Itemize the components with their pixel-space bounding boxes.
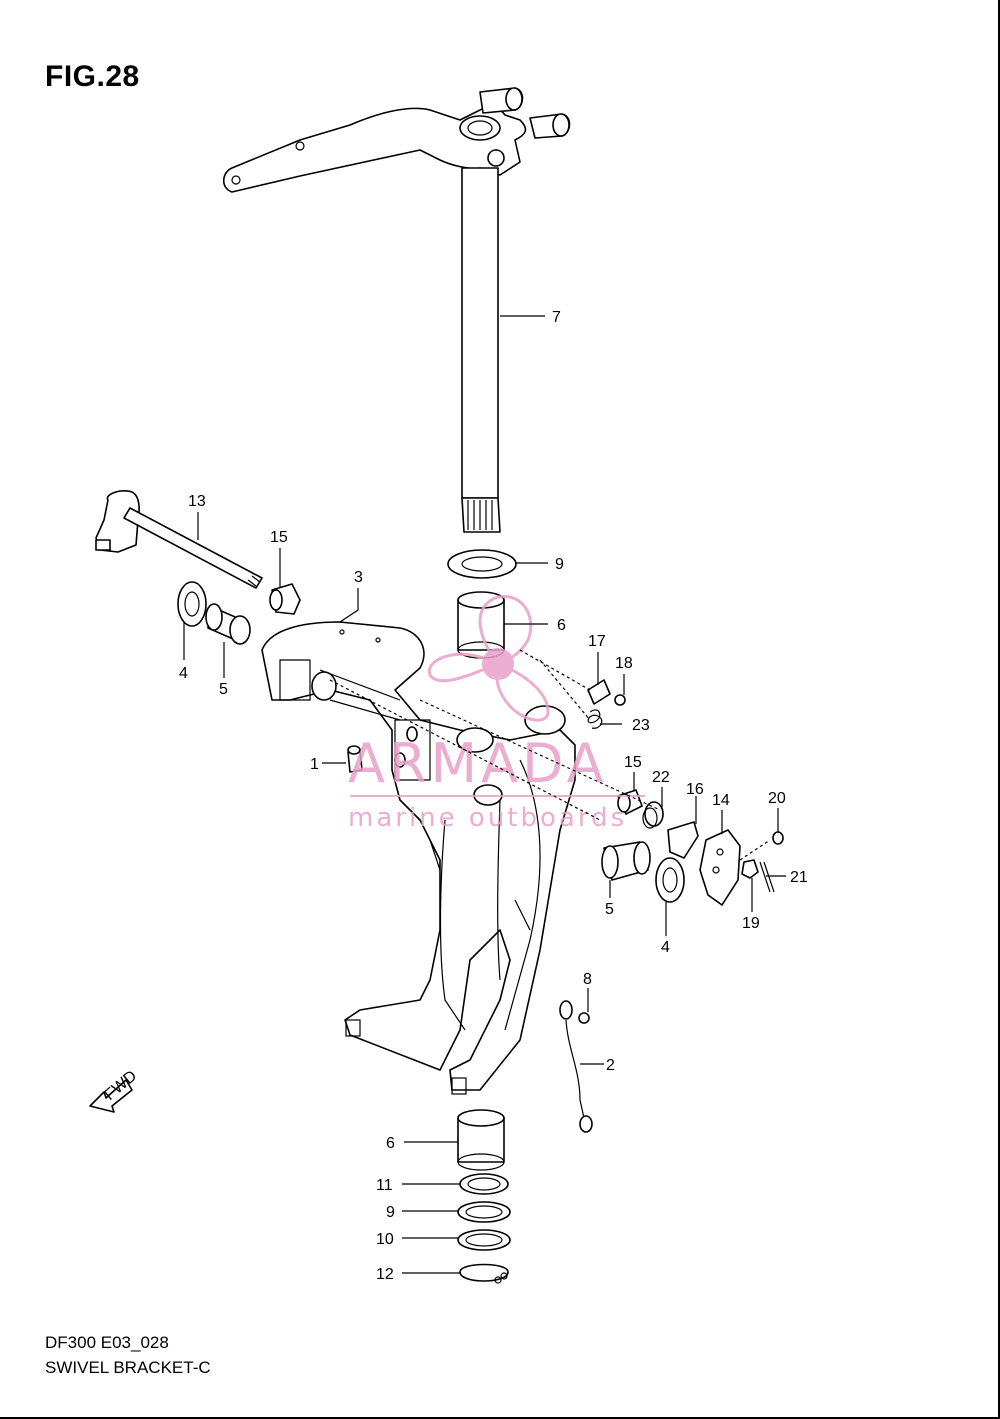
armada-watermark: ARMADA marine outboards	[348, 595, 645, 833]
spring-22	[642, 801, 664, 829]
figure-title: FIG.28	[45, 60, 140, 93]
callout-2: 2	[606, 1057, 615, 1074]
diagram-caption: SWIVEL BRACKET-C	[45, 1358, 211, 1377]
washer-right	[655, 857, 685, 903]
callout-8: 8	[583, 971, 592, 988]
callout-15-right: 15	[624, 754, 642, 771]
callout-5-right: 5	[605, 901, 614, 918]
callout-7: 7	[552, 309, 561, 326]
ground-wire	[565, 1019, 593, 1133]
swivel-bracket	[261, 621, 576, 1095]
callout-5-left: 5	[219, 681, 228, 698]
bushing-upper	[269, 583, 301, 615]
grease-nipple	[347, 745, 363, 773]
bushing-left	[205, 603, 251, 645]
plate-17	[587, 679, 611, 705]
bushing-right	[601, 841, 651, 881]
lever-16	[667, 821, 699, 859]
callout-23: 23	[632, 717, 650, 734]
bracket-14	[699, 829, 741, 906]
fwd-arrow-icon: FWD	[89, 1067, 140, 1113]
callout-1: 1	[310, 756, 319, 773]
leader-lines	[183, 315, 786, 1274]
bolt-8	[559, 1000, 590, 1024]
callout-12: 12	[376, 1266, 394, 1283]
callout-13: 13	[188, 493, 206, 510]
spring-23	[587, 709, 603, 729]
nut-19	[741, 859, 759, 879]
thrust-washer-upper	[447, 549, 517, 579]
callout-4-left: 4	[179, 665, 188, 682]
callout-9-upper: 9	[555, 556, 564, 573]
callout-3: 3	[354, 569, 363, 586]
washer-left	[177, 581, 207, 627]
diagram-code: DF300 E03_028	[45, 1333, 169, 1352]
bushing-lower-6	[457, 1109, 505, 1171]
steering-arm-shaft	[222, 87, 571, 533]
callout-15-upper: 15	[270, 529, 288, 546]
snap-ring-12	[459, 1263, 509, 1284]
callout-19: 19	[742, 915, 760, 932]
callout-11: 11	[376, 1177, 393, 1194]
callout-9-lower: 9	[386, 1204, 395, 1221]
callout-6-lower: 6	[386, 1135, 395, 1152]
tilt-rod	[95, 490, 263, 589]
washer-11	[459, 1173, 509, 1195]
callout-17: 17	[588, 633, 606, 650]
callout-14: 14	[712, 792, 730, 809]
callout-22: 22	[652, 769, 670, 786]
washer-9-lower	[457, 1201, 511, 1223]
callout-10: 10	[376, 1231, 394, 1248]
pin-21	[759, 861, 775, 893]
screw-18	[614, 694, 626, 706]
callout-20: 20	[768, 790, 786, 807]
callout-6-upper: 6	[557, 617, 566, 634]
watermark-brand: ARMADA	[348, 732, 608, 795]
callout-16: 16	[686, 781, 704, 798]
callout-21: 21	[790, 869, 808, 886]
washer-10	[457, 1229, 511, 1251]
callout-18: 18	[615, 655, 633, 672]
callout-4-right: 4	[661, 939, 670, 956]
watermark-tagline: marine outboards	[348, 803, 627, 833]
washer-20	[772, 831, 784, 845]
callout-numbers: 7 13 15 3 4 5 9 6 17 18 23 1 15 22 16 14…	[179, 309, 808, 1283]
